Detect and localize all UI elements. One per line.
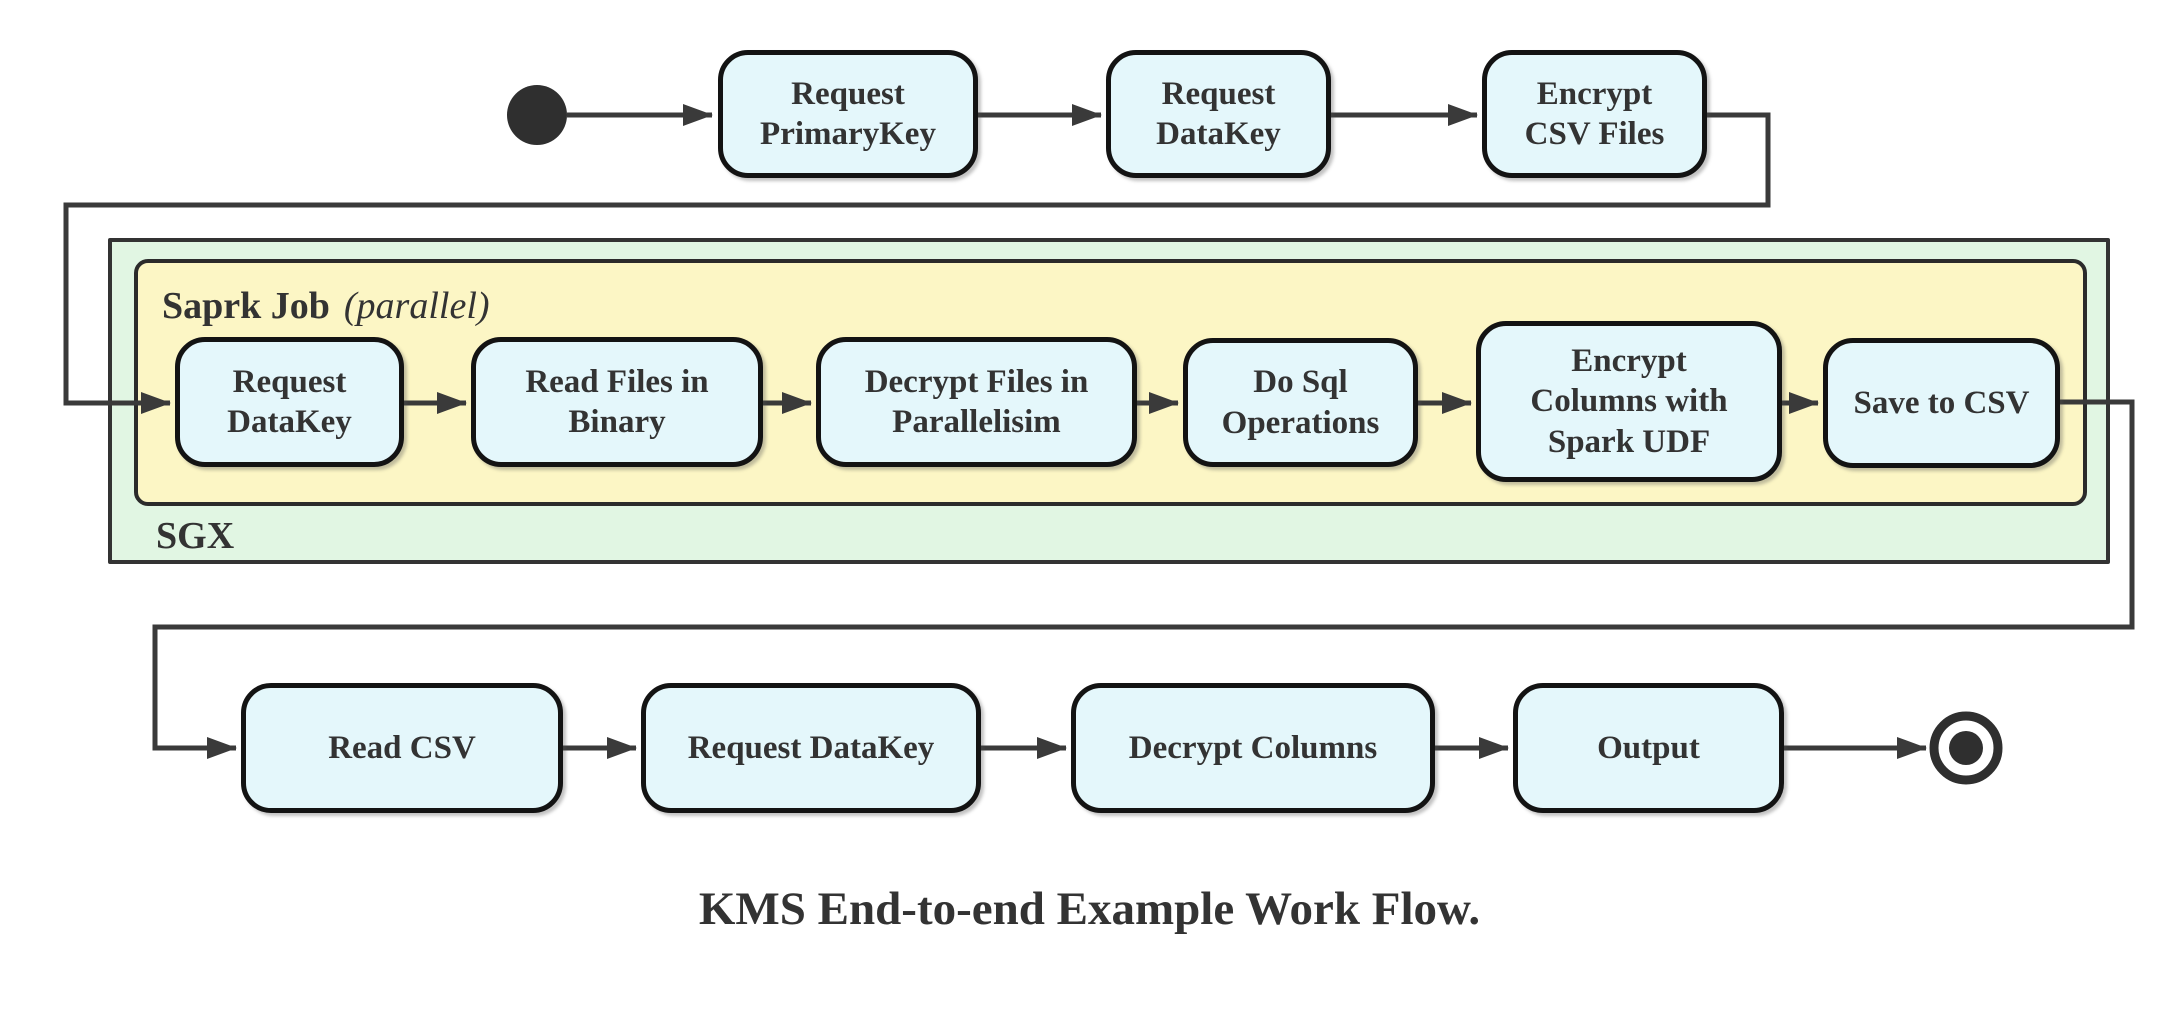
- node-request-datakey-top: Request DataKey: [1106, 50, 1331, 178]
- node-encrypt-columns-with-spark-udf: Encrypt Columns with Spark UDF: [1476, 321, 1782, 482]
- node-request-datakey-bottom: Request DataKey: [641, 683, 981, 813]
- node-read-files-in-binary: Read Files in Binary: [471, 337, 763, 467]
- edge-encrypt-csv-to-sgx-datakey: [63, 112, 1771, 414]
- diagram-caption: KMS End-to-end Example Work Flow.: [698, 883, 1481, 935]
- node-request-primarykey: Request PrimaryKey: [718, 50, 978, 178]
- node-save-to-csv: Save to CSV: [1823, 338, 2060, 468]
- node-read-csv: Read CSV: [241, 683, 563, 813]
- node-encrypt-csv-files: Encrypt CSV Files: [1482, 50, 1707, 178]
- edge-save-csv-to-read-csv: [152, 399, 2135, 759]
- node-request-datakey-spark: Request DataKey: [175, 337, 404, 467]
- spark-job-label-title: Saprk Job: [162, 285, 330, 327]
- end-node: [1929, 711, 2003, 785]
- node-do-sql-operations: Do Sql Operations: [1183, 338, 1418, 467]
- start-node: [507, 85, 567, 145]
- spark-job-label: Saprk Job (parallel): [162, 284, 490, 328]
- node-decrypt-files-in-parallelisim: Decrypt Files in Parallelisim: [816, 337, 1137, 467]
- spark-job-label-qualifier: (parallel): [343, 285, 490, 327]
- node-output: Output: [1513, 683, 1784, 813]
- sgx-label: SGX: [156, 515, 235, 557]
- node-decrypt-columns: Decrypt Columns: [1071, 683, 1435, 813]
